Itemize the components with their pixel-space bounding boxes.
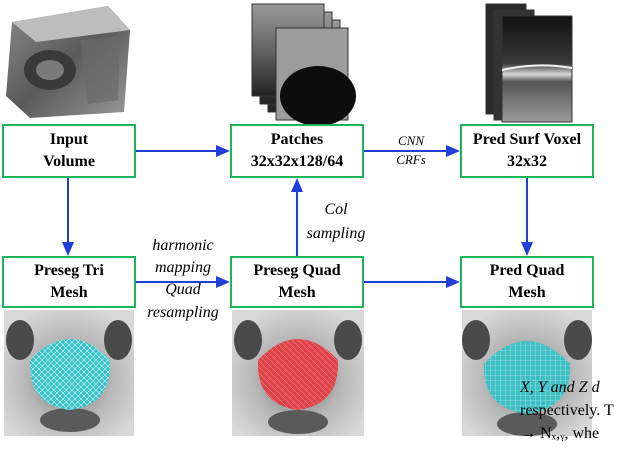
input-volume-box: Input Volume: [2, 124, 136, 178]
edge-label-crfs: CRFs: [396, 152, 426, 167]
caption-line-3: → Nₓ,ᵧ, whe: [520, 425, 600, 442]
preseg-quad-mesh-label-2: Mesh: [278, 284, 316, 301]
pred-surf-voxel-box: Pred Surf Voxel 32x32: [460, 124, 594, 178]
edge-label-harmonic: harmonic: [152, 237, 214, 254]
preseg-quad-mesh-label-1: Preseg Quad: [253, 262, 341, 279]
input-volume-label-1: Input: [49, 131, 89, 148]
edge-label-sampling: sampling: [306, 225, 366, 242]
pred-quad-mesh-label-1: Pred Quad: [489, 262, 565, 279]
edge-label-cnn: CNN: [397, 133, 424, 148]
patches-stack-image: [251, 3, 356, 126]
preseg-quad-mesh-box: Preseg Quad Mesh: [230, 256, 364, 308]
preseg-tri-mesh-label-1: Preseg Tri: [34, 262, 104, 279]
patches-label-1: Patches: [270, 131, 324, 148]
pred-surf-voxel-label-1: Pred Surf Voxel: [472, 131, 582, 148]
patches-box: Patches 32x32x128/64: [230, 124, 364, 178]
pred-quad-mesh-box: Pred Quad Mesh: [460, 256, 594, 308]
edge-label-col: Col: [324, 201, 348, 218]
pred-surf-voxel-label-2: 32x32: [507, 153, 547, 170]
arrow-heads: [62, 145, 533, 288]
edge-label-mapping: mapping: [155, 259, 211, 276]
edge-label-quad: Quad: [165, 281, 201, 298]
pred-surf-voxel-stack-image: [485, 3, 573, 123]
flow-arrows: [67, 150, 528, 283]
input-volume-cube-image: [6, 6, 130, 118]
preseg-tri-mesh-label-2: Mesh: [50, 284, 88, 301]
caption-text: X, Y and Z d respectively. T → Nₓ,ᵧ, whe: [520, 376, 640, 445]
pred-quad-mesh-label-2: Mesh: [508, 284, 546, 301]
caption-line-2: respectively. T: [520, 402, 614, 419]
patches-label-2: 32x32x128/64: [250, 153, 344, 170]
caption-line-1: X, Y and Z d: [520, 379, 600, 396]
pred-quad-mesh-image: [462, 310, 592, 436]
input-volume-label-2: Volume: [43, 153, 95, 170]
edge-label-resampling: resampling: [147, 304, 219, 321]
preseg-tri-mesh-box: Preseg Tri Mesh: [2, 256, 136, 308]
preseg-tri-mesh-image: [4, 310, 134, 436]
preseg-quad-mesh-image: [232, 310, 364, 436]
